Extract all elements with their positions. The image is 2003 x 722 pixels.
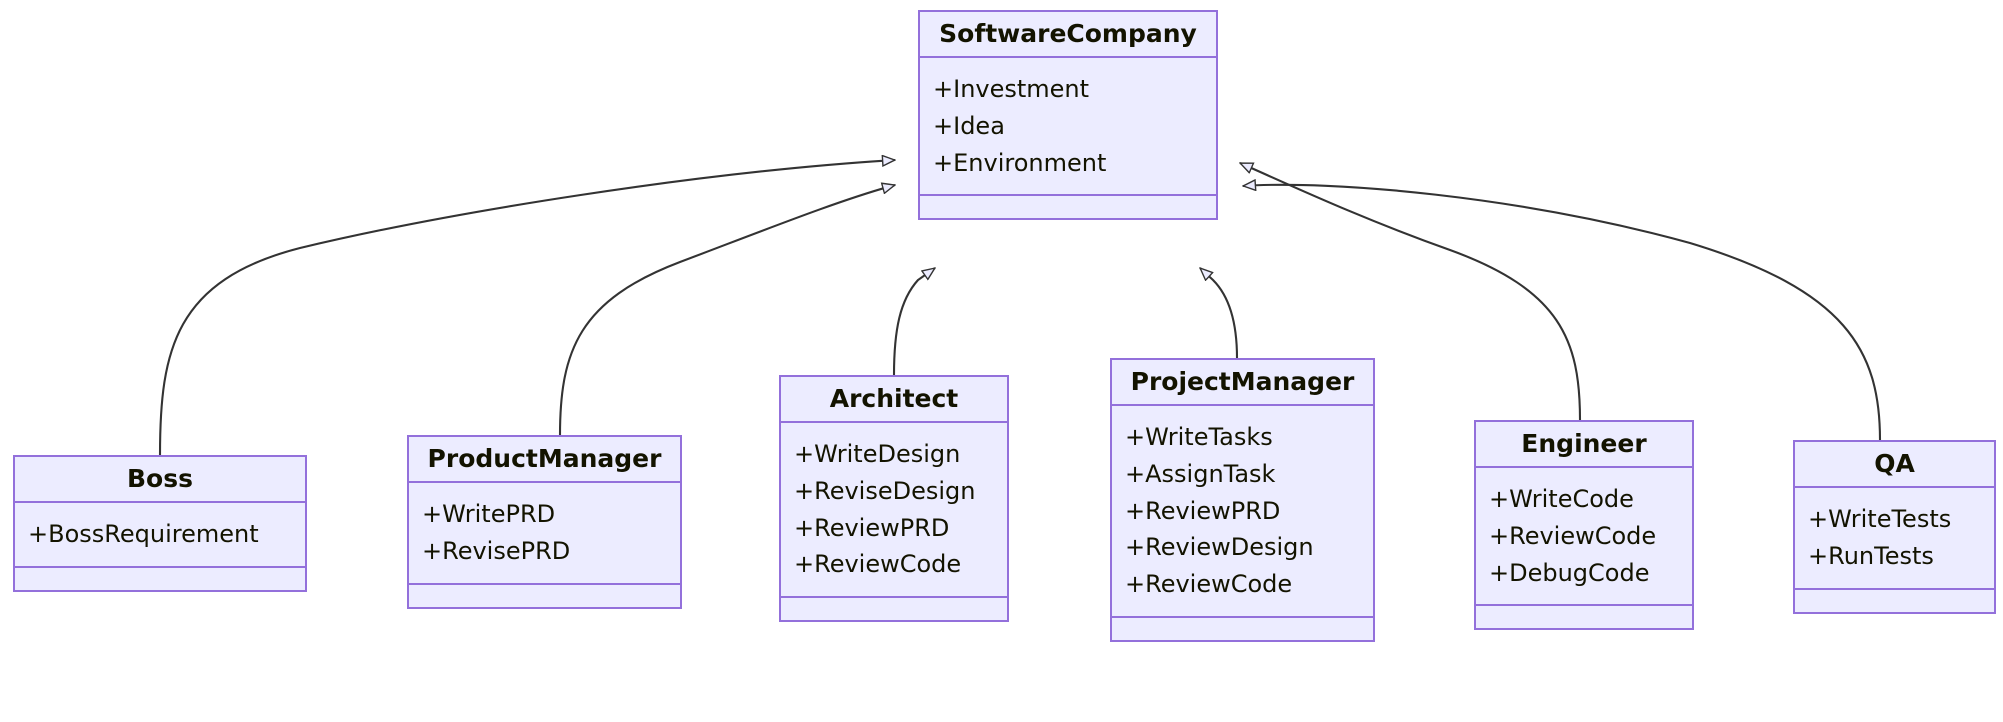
class-divider [920, 56, 1216, 58]
class-node-boss[interactable]: Boss +BossRequirement [13, 455, 307, 592]
class-attribute: +AssignTask [1125, 459, 1276, 488]
class-divider [1476, 604, 1692, 607]
class-node-product-manager[interactable]: ProductManager +WritePRD +RevisePRD [407, 435, 682, 609]
class-title: Boss [127, 464, 193, 493]
class-title: Engineer [1521, 429, 1647, 458]
class-divider [1795, 486, 1994, 488]
class-attributes: +WriteCode +ReviewCode +DebugCode [1476, 468, 1692, 604]
class-attribute: +Idea [933, 111, 1005, 140]
class-methods [1476, 606, 1692, 628]
class-title: ProjectManager [1130, 367, 1355, 396]
class-attribute: +WriteCode [1489, 485, 1634, 513]
class-attributes: +WriteTasks +AssignTask +ReviewPRD +Revi… [1112, 406, 1373, 616]
class-divider [1795, 587, 1994, 590]
class-title: SoftwareCompany [939, 19, 1197, 48]
class-attribute: +RevisePRD [422, 536, 571, 565]
class-node-project-manager[interactable]: ProjectManager +WriteTasks +AssignTask +… [1110, 358, 1375, 642]
class-divider [409, 582, 680, 585]
class-attribute: +WriteTasks [1125, 423, 1273, 451]
class-attribute: +ReviewPRD [1125, 496, 1281, 525]
class-attribute: +Investment [933, 75, 1090, 103]
class-attribute: +ReviewDesign [1125, 533, 1314, 562]
class-attribute: +WriteDesign [794, 440, 961, 468]
class-attribute: +ReviewCode [1125, 570, 1293, 599]
class-divider [15, 501, 305, 503]
class-divider [1476, 466, 1692, 468]
class-node-engineer[interactable]: Engineer +WriteCode +ReviewCode +DebugCo… [1474, 420, 1694, 631]
class-methods [409, 585, 680, 607]
class-attributes: +WritePRD +RevisePRD [409, 483, 680, 583]
class-attribute: +ReviewCode [794, 550, 962, 579]
class-node-qa[interactable]: QA +WriteTests +RunTests [1793, 440, 1996, 614]
class-node-architect[interactable]: Architect +WriteDesign +ReviseDesign +Re… [779, 375, 1009, 623]
class-attributes: +WriteDesign +ReviseDesign +ReviewPRD +R… [781, 423, 1007, 596]
class-divider [409, 481, 680, 483]
class-node-software-company[interactable]: SoftwareCompany +Investment +Idea +Envir… [918, 10, 1218, 221]
class-attributes: +Investment +Idea +Environment [920, 58, 1216, 194]
class-methods [1112, 618, 1373, 640]
class-attribute: +BossRequirement [28, 520, 259, 548]
class-attribute: +DebugCode [1489, 558, 1650, 587]
class-methods [1795, 590, 1994, 612]
class-methods [781, 598, 1007, 620]
class-attribute: +WritePRD [422, 500, 556, 528]
class-divider [1112, 404, 1373, 406]
class-attributes: +WriteTests +RunTests [1795, 488, 1994, 588]
class-methods [15, 568, 305, 590]
class-methods [920, 196, 1216, 218]
edge-architect-to-softwarecompany [892, 268, 935, 376]
class-divider [15, 565, 305, 568]
class-title: Architect [829, 384, 959, 413]
class-attribute: +ReviewPRD [794, 513, 950, 542]
class-attributes: +BossRequirement [15, 503, 305, 566]
class-attribute: +RunTests [1808, 541, 1934, 570]
class-divider [920, 194, 1216, 197]
class-divider [781, 596, 1007, 599]
class-attribute: +ReviseDesign [794, 476, 976, 505]
class-divider [1112, 615, 1373, 618]
edge-projectmanager-to-softwarecompany [1200, 268, 1239, 359]
class-title: QA [1874, 449, 1915, 478]
class-divider [781, 421, 1007, 423]
class-attribute: +ReviewCode [1489, 521, 1657, 550]
class-title: ProductManager [427, 444, 662, 473]
class-attribute: +Environment [933, 148, 1107, 177]
class-attribute: +WriteTests [1808, 505, 1952, 533]
